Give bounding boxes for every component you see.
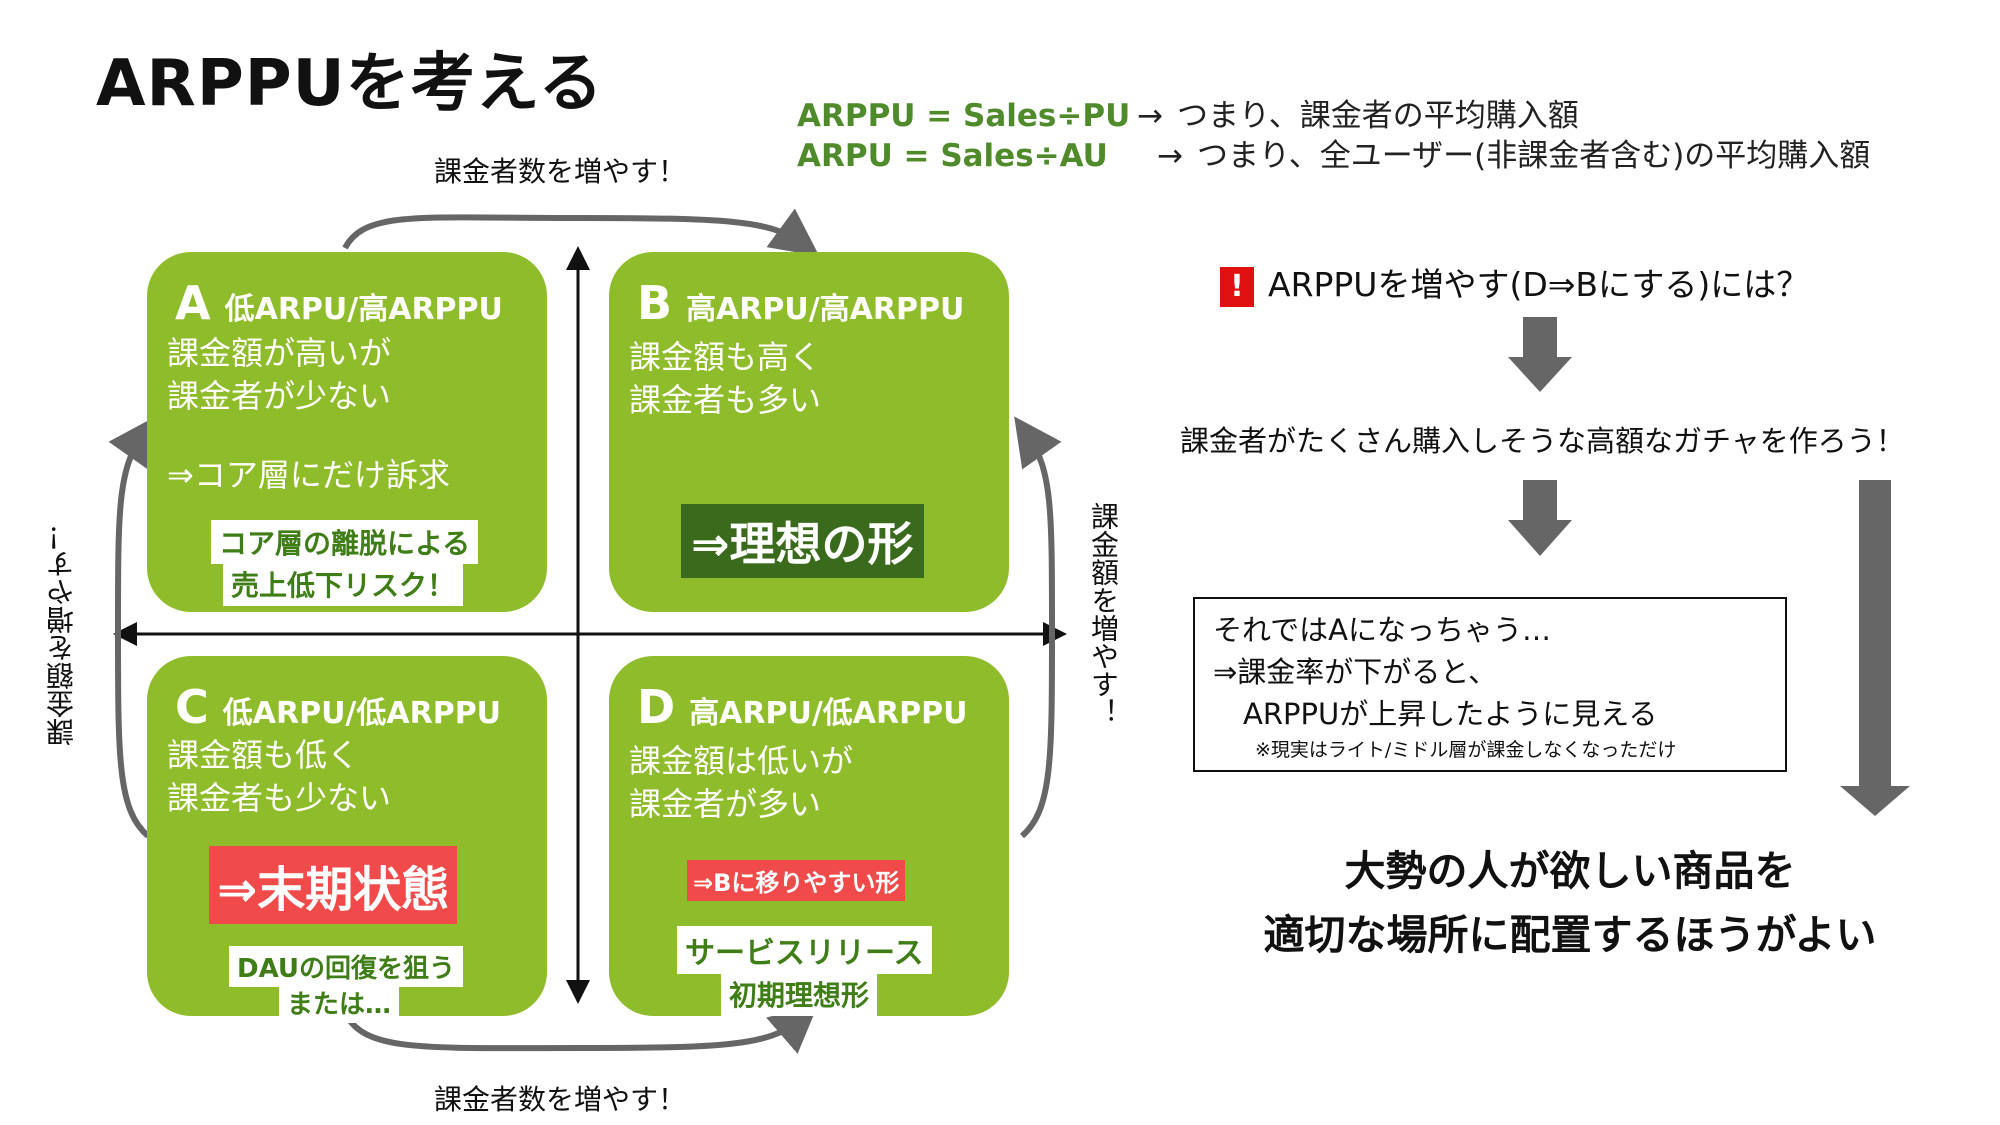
quadrant-d-title: 高ARPU/低ARPPU (689, 696, 968, 731)
warning-icon: ! (1220, 266, 1254, 307)
conclusion: 大勢の人が欲しい商品を 適切な場所に配置するほうがよい (1263, 847, 1877, 959)
quadrant-c: C 低ARPU/低ARPPU 課金額も低く 課金者も少ない ⇒末期状態 DAUの回… (147, 656, 547, 1023)
flow-question: ! ARPPUを増やす(D⇒Bにする)には？ (1220, 258, 1809, 307)
quadrant-d-move-tag: ⇒Bに移りやすい形 (687, 860, 906, 901)
flow-step: 課金者がたくさん購入しそうな高額なガチャを作ろう！ (1180, 424, 1905, 458)
flow-box-line2: ⇒課金率が下がると、 (1213, 655, 1498, 690)
quadrant-d-sub-line1: サービスリリース (677, 926, 932, 974)
formula-arpu: ARPU = Sales÷AU (797, 138, 1108, 174)
quadrant-b-desc: 課金額も高く 課金者も多い (629, 338, 822, 420)
quadrant-c-desc: 課金額も低く 課金者も少ない (167, 736, 392, 818)
flow-long-down-arrow (1840, 480, 1910, 816)
top-curved-arrow (342, 208, 820, 257)
definition-arppu: ARPPU = Sales÷PU→ つまり、課金者の平均購入額 (797, 90, 1579, 135)
quadrant-a-desc: 課金額が高いが 課金者が少ない (167, 334, 392, 416)
meaning-arppu: つまり、課金者の平均購入額 (1176, 98, 1579, 134)
quadrant-c-title: 低ARPU/低ARPPU (222, 696, 502, 731)
flow-box-note: ※現実はライト/ミドル層が課金しなくなっただけ (1255, 739, 1677, 762)
right-arrow-icon: → (1157, 138, 1183, 174)
quadrant-d-sub-line2: 初期理想形 (721, 972, 878, 1016)
formula-arppu: ARPPU = Sales÷PU (797, 98, 1131, 134)
flow-box-line3: ARPPUが上昇したように見える (1243, 697, 1658, 732)
quadrant-a-letter: A (175, 276, 211, 330)
quadrant-a-header: A 低ARPU/高ARPPU (175, 276, 503, 330)
quadrant-d-letter: D (637, 680, 676, 734)
bottom-curved-arrow (342, 1004, 819, 1054)
quadrant-a-note: ⇒コア層にだけ訴求 (167, 456, 450, 494)
label-top: 課金者数を増やす！ (434, 155, 687, 188)
label-left: 課金額を増やす！ (45, 522, 78, 746)
quadrant-c-sub-line2: または… (279, 982, 400, 1023)
quadrant-b-title: 高ARPU/高ARPPU (686, 292, 965, 327)
left-curved-arrow (108, 416, 156, 839)
quadrant-c-terminal-tag: ⇒末期状態 (209, 846, 458, 924)
quadrant-b-header: B 高ARPU/高ARPPU (637, 276, 964, 330)
quadrant-a-risk-line1: コア層の離脱による (211, 520, 479, 564)
quadrant-a-risk-line2: 売上低下リスク！ (223, 562, 464, 606)
label-bottom: 課金者数を増やす！ (434, 1083, 687, 1116)
quadrant-c-letter: C (175, 680, 209, 734)
meaning-arpu: つまり、全ユーザー(非課金者含む)の平均購入額 (1196, 138, 1871, 174)
quadrant-d-header: D 高ARPU/低ARPPU (637, 680, 967, 734)
quadrant-b-letter: B (637, 276, 673, 330)
flow-warning-box: それではAになっちゃう… ⇒課金率が下がると、 ARPPUが上昇したように見える… (1193, 597, 1787, 772)
definition-arpu: ARPU = Sales÷AU → つまり、全ユーザー(非課金者含む)の平均購入額 (797, 130, 1870, 175)
quadrant-d-desc: 課金額は低いが 課金者が多い (629, 742, 854, 824)
flow-box-line1: それではAになっちゃう… (1213, 613, 1551, 647)
right-arrow-icon: → (1137, 98, 1163, 134)
quadrant-a-title: 低ARPU/高ARPPU (224, 292, 503, 327)
quadrant-c-header: C 低ARPU/低ARPPU (175, 680, 501, 734)
quadrant-b-ideal-tag: ⇒理想の形 (681, 504, 924, 578)
quadrant-b: B 高ARPU/高ARPPU 課金額も高く 課金者も多い ⇒理想の形 (609, 252, 1009, 612)
label-right: 課金額を増やす！ (1087, 502, 1120, 726)
flow-question-text: ARPPUを増やす(D⇒Bにする)には？ (1268, 265, 1810, 304)
flow-down-arrow-2 (1508, 480, 1572, 556)
page-title: ARPPUを考える (96, 47, 604, 121)
right-curved-arrow (1014, 416, 1062, 839)
quadrant-c-sub-line1: DAUの回復を狙う (229, 946, 464, 987)
quadrant-d: D 高ARPU/低ARPPU 課金額は低いが 課金者が多い ⇒Bに移りやすい形 サ… (609, 656, 1009, 1016)
flow-down-arrow-1 (1508, 317, 1572, 392)
